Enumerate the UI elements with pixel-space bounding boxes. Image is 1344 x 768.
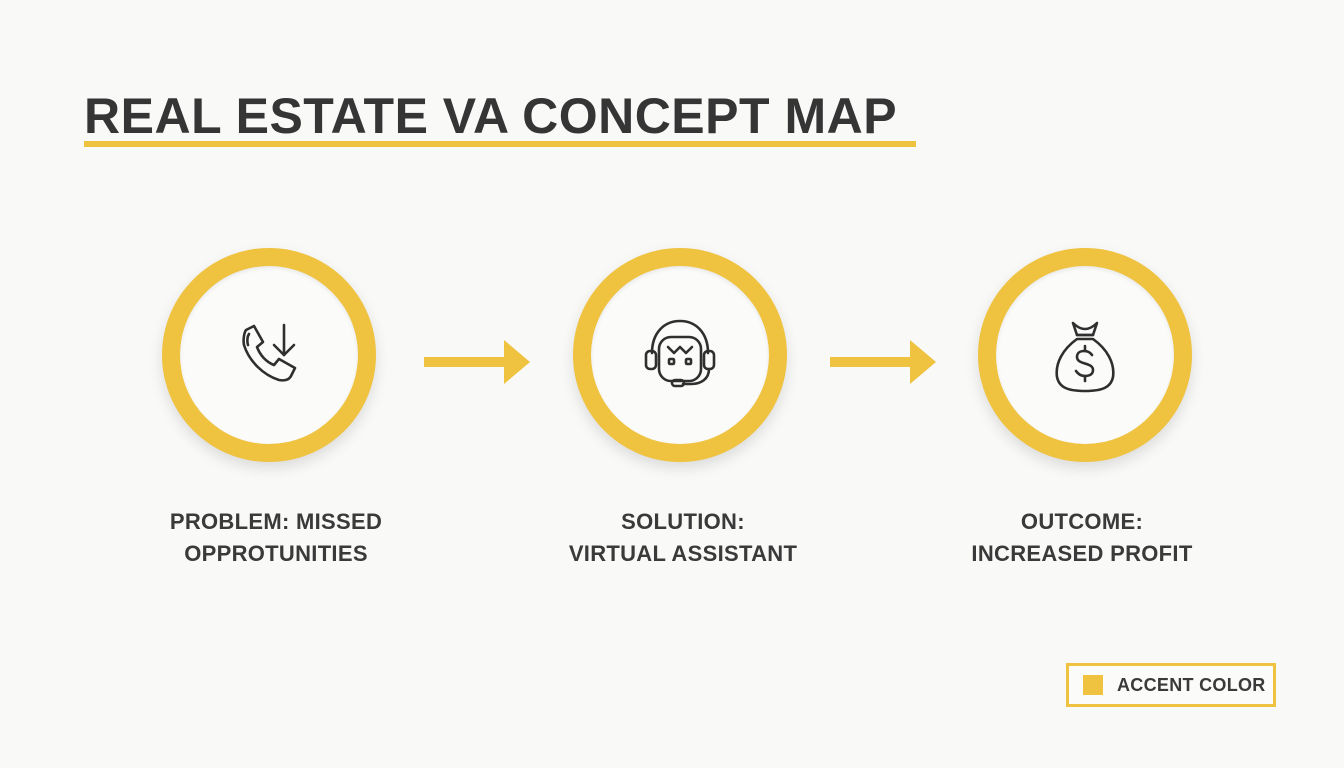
outcome-label-line2: INCREASED PROFIT (971, 541, 1193, 566)
page-title: REAL ESTATE VA CONCEPT MAP (84, 88, 898, 144)
solution-node (573, 248, 787, 462)
phone-missed-call-icon (242, 323, 297, 382)
problem-label-line1: PROBLEM: MISSED (169, 509, 383, 534)
money-bag-icon (1055, 321, 1115, 393)
robot-headset-icon (644, 319, 716, 388)
solution-node-inner (591, 266, 769, 444)
solution-label-line2: VIRTUAL ASSISTANT (568, 541, 798, 566)
outcome-node-inner (996, 266, 1174, 444)
title-block: REAL ESTATE VA CONCEPT MAP (84, 88, 897, 144)
problem-node (162, 248, 376, 462)
solution-label-line1: SOLUTION: (621, 509, 745, 534)
arrow-problem-to-solution (424, 340, 530, 384)
problem-node-inner (180, 266, 358, 444)
legend-label: ACCENT COLOR (1117, 674, 1266, 695)
arrow-solution-to-outcome (830, 340, 936, 384)
legend: ACCENT COLOR (1066, 663, 1276, 707)
problem-label-line2: OPPROTUNITIES (184, 541, 368, 566)
outcome-node (978, 248, 1192, 462)
outcome-label: OUTCOME: INCREASED PROFIT (922, 506, 1242, 570)
solution-label: SOLUTION: VIRTUAL ASSISTANT (523, 506, 843, 570)
title-underline (84, 141, 916, 147)
outcome-label-line1: OUTCOME: (1020, 509, 1144, 534)
problem-label: PROBLEM: MISSED OPPROTUNITIES (116, 506, 436, 570)
legend-accent-swatch (1083, 675, 1103, 695)
